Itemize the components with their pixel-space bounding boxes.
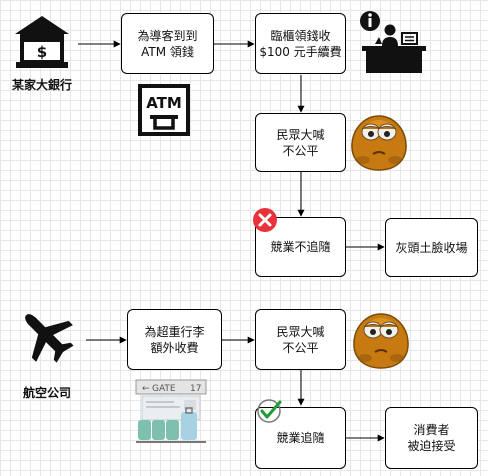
svg-text:ATM: ATM <box>146 94 182 112</box>
airplane-icon <box>25 314 74 363</box>
worried-face-emoji-2 <box>353 313 409 369</box>
box-public-complaint-bank: 民眾大喊 不公平 <box>255 113 346 172</box>
box-embarrassing-end: 灰頭土臉收場 <box>385 218 478 277</box>
worried-face-emoji <box>351 115 407 171</box>
reception-desk-icon <box>360 11 426 73</box>
svg-text:17: 17 <box>190 384 201 394</box>
box-atm-promotion: 為導客到到 ATM 領錢 <box>121 13 214 74</box>
box-public-complaint-airline: 民眾大喊 不公平 <box>255 309 346 370</box>
bank-label: 某家大銀行 <box>11 78 72 92</box>
bank-building-icon: $ <box>15 16 69 68</box>
green-check-icon <box>257 399 282 423</box>
svg-text:GATE: GATE <box>152 384 176 394</box>
red-x-icon <box>253 208 277 232</box>
box-counter-fee: 臨櫃領錢收 $100 元手續費 <box>255 13 346 74</box>
box-competitors-follow: 競業追隨 <box>255 407 346 469</box>
atm-machine-icon: ATM <box>138 84 190 136</box>
box-overweight-fee: 為超重行李 額外收費 <box>127 309 222 370</box>
svg-text:←: ← <box>142 384 150 394</box>
airline-label: 航空公司 <box>22 386 71 400</box>
airport-gate-icon: ← GATE 17 <box>135 379 207 443</box>
svg-text:$: $ <box>37 43 47 61</box>
box-consumers-forced-accept: 消費者 被迫接受 <box>385 407 478 469</box>
